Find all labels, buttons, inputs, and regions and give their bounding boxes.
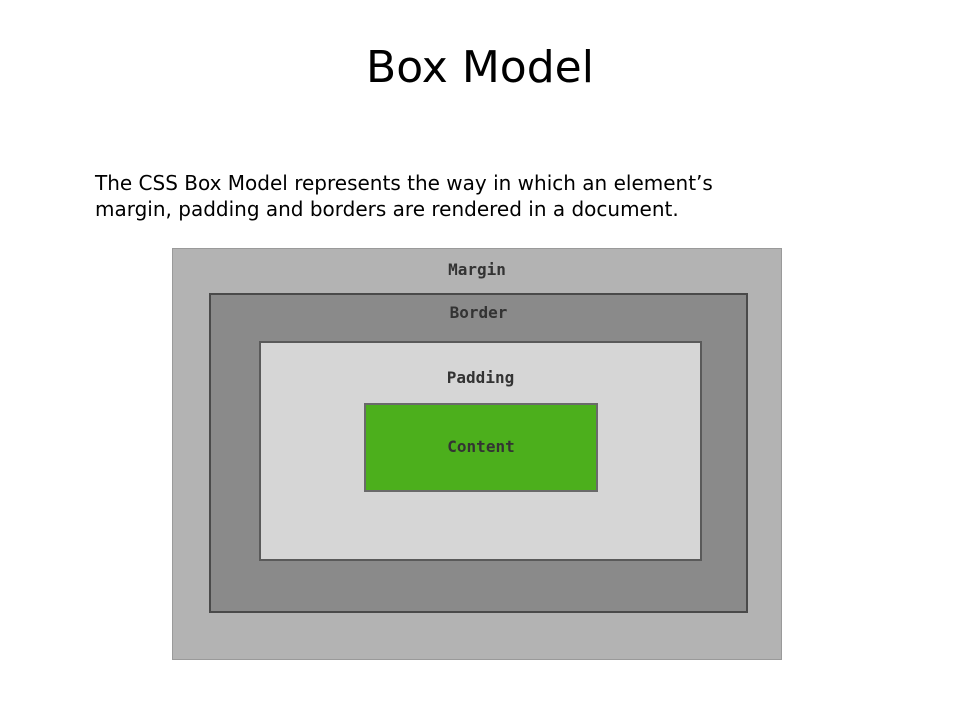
slide-description: The CSS Box Model represents the way in …	[95, 170, 895, 222]
border-label: Border	[449, 303, 508, 322]
border-box: Border Padding Content	[209, 293, 748, 613]
margin-label: Margin	[448, 260, 506, 279]
description-line-2: margin, padding and borders are rendered…	[95, 197, 679, 221]
padding-label: Padding	[446, 368, 515, 387]
description-line-1: The CSS Box Model represents the way in …	[95, 171, 713, 195]
content-label: Content	[447, 437, 515, 456]
margin-box: Margin Border Padding Content	[172, 248, 782, 660]
slide-title: Box Model	[366, 42, 594, 93]
content-box: Content	[364, 403, 598, 492]
padding-box: Padding Content	[259, 341, 702, 561]
